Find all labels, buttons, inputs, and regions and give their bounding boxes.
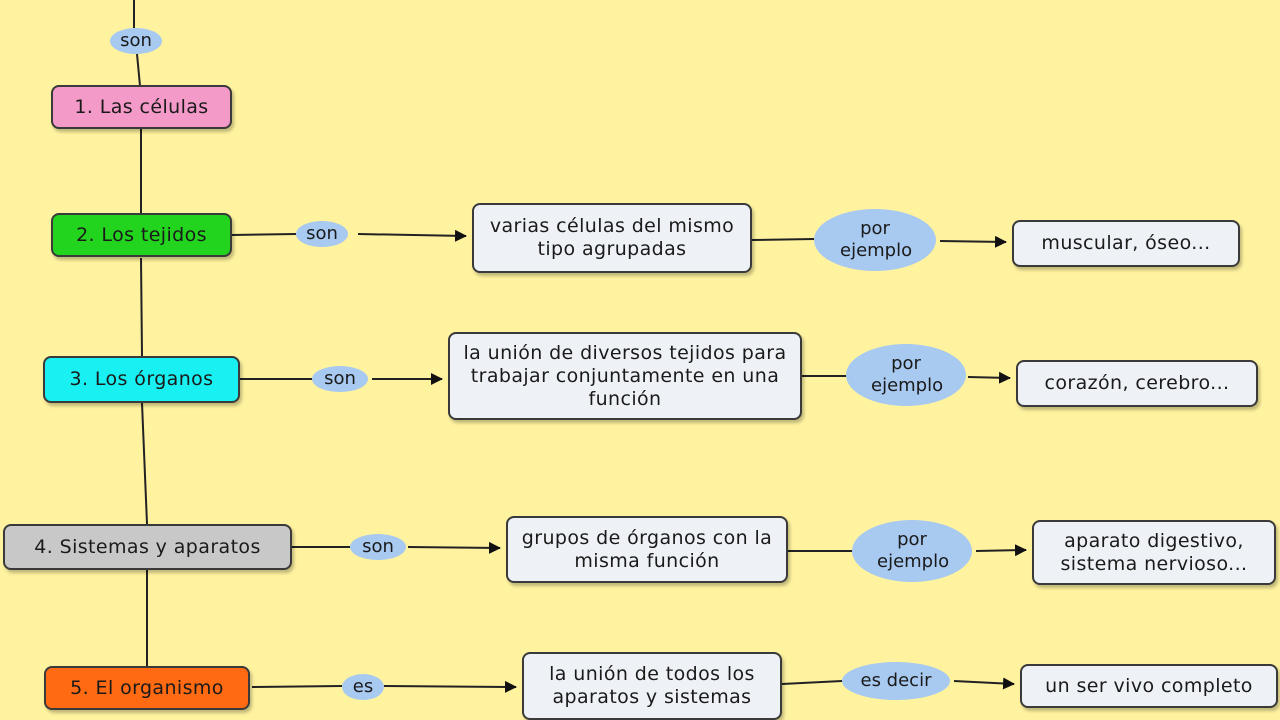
link-label: es [352, 676, 374, 697]
node-title: 4. Sistemas y aparatos [34, 535, 261, 558]
node-organs[interactable]: 3. Los órganos [43, 356, 240, 403]
spine-segment [141, 402, 148, 525]
example-text: muscular, óseo... [1041, 232, 1211, 254]
spine-segment [136, 53, 141, 87]
spine-segment [140, 257, 143, 357]
node-tissues[interactable]: 2. Los tejidos [51, 213, 232, 257]
link-organism-example: es decir [842, 662, 950, 700]
description-text: varias células del mismo tipo agrupadas [489, 215, 735, 260]
example-text: un ser vivo completo [1045, 674, 1253, 697]
link-organs-son: son [312, 366, 368, 392]
link-label: por ejemplo [840, 218, 913, 261]
desc-organism[interactable]: la unión de todos los aparatos y sistema… [522, 652, 782, 720]
link-tissues-son: son [296, 221, 348, 247]
example-organs[interactable]: corazón, cerebro... [1016, 360, 1258, 407]
node-title: 2. Los tejidos [76, 223, 207, 246]
example-text: corazón, cerebro... [1044, 372, 1230, 394]
link-organism-es: es [342, 674, 384, 700]
link-label: son [324, 368, 356, 389]
node-title: 5. El organismo [70, 676, 224, 699]
node-title: 1. Las células [74, 95, 209, 118]
node-title: 3. Los órganos [69, 368, 214, 390]
link-tissues-example: por ejemplo [814, 209, 936, 271]
node-systems[interactable]: 4. Sistemas y aparatos [3, 524, 292, 570]
description-text: la unión de diversos tejidos para trabaj… [463, 341, 787, 410]
link-label: es decir [860, 670, 932, 691]
example-systems[interactable]: aparato digestivo, sistema nervioso... [1032, 520, 1276, 585]
link-label: son [120, 30, 152, 51]
description-text: grupos de órganos con la misma función [521, 526, 773, 572]
example-text: aparato digestivo, sistema nervioso... [1060, 529, 1248, 575]
link-label: son [306, 223, 338, 244]
description-text: la unión de todos los aparatos y sistema… [549, 663, 755, 708]
link-label: son [362, 536, 394, 557]
desc-organs[interactable]: la unión de diversos tejidos para trabaj… [448, 332, 802, 420]
example-organism[interactable]: un ser vivo completo [1020, 664, 1278, 708]
node-organism[interactable]: 5. El organismo [44, 666, 250, 710]
link-systems-example: por ejemplo [852, 520, 972, 582]
link-systems-son: son [350, 534, 406, 560]
link-organs-example: por ejemplo [846, 344, 966, 406]
desc-tissues[interactable]: varias células del mismo tipo agrupadas [472, 203, 752, 273]
node-cells[interactable]: 1. Las células [51, 85, 232, 129]
example-tissues[interactable]: muscular, óseo... [1012, 220, 1240, 267]
desc-systems[interactable]: grupos de órganos con la misma función [506, 516, 788, 583]
link-label: por ejemplo [877, 529, 950, 572]
link-top-son: son [110, 28, 162, 54]
link-label: por ejemplo [871, 353, 944, 396]
